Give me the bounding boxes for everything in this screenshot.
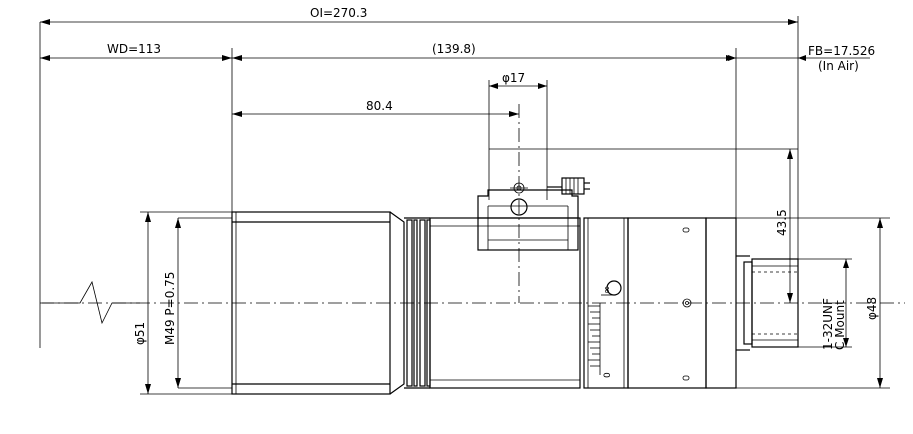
phi48-label: φ48 [865, 297, 879, 320]
rear-body [627, 217, 737, 389]
d804-label: 80.4 [366, 99, 393, 113]
phi51-label: φ51 [133, 322, 147, 345]
wd-label: WD=113 [107, 42, 161, 56]
phi17-label: φ17 [502, 71, 525, 85]
knurled-rings [406, 219, 431, 387]
oi-dimension [40, 16, 799, 303]
c-mount-dimension [798, 258, 852, 348]
mount-thread-label: 1-32UNF [821, 298, 835, 350]
locking-screw [547, 177, 590, 195]
front-barrel [231, 211, 391, 395]
fb-dimension [728, 55, 870, 61]
mid-dimension [232, 48, 737, 220]
mid-label: (139.8) [432, 42, 476, 56]
phi17-dimension [488, 80, 548, 200]
mount-type-label: C Mount [833, 300, 847, 350]
d804-dimension [232, 104, 520, 303]
phi48-dimension [736, 217, 890, 389]
oi-label: OI=270.3 [310, 6, 367, 20]
d435-dimension [489, 148, 798, 303]
scale-zero-mark: 0 [603, 372, 613, 378]
d435-label: 43.5 [775, 209, 789, 236]
fb-label: FB=17.526 [808, 44, 875, 58]
scale-infinity-mark: ∞ [602, 286, 613, 294]
fb-note: (In Air) [818, 59, 859, 73]
c-mount [736, 255, 799, 351]
distance-scale [588, 303, 601, 375]
m49-label: M49 P=0.75 [163, 272, 177, 345]
wd-dimension [40, 48, 233, 230]
filter-thread [140, 211, 232, 395]
mount-bracket [477, 182, 579, 251]
object-plane-marker [39, 22, 140, 348]
taper-section [389, 211, 430, 395]
